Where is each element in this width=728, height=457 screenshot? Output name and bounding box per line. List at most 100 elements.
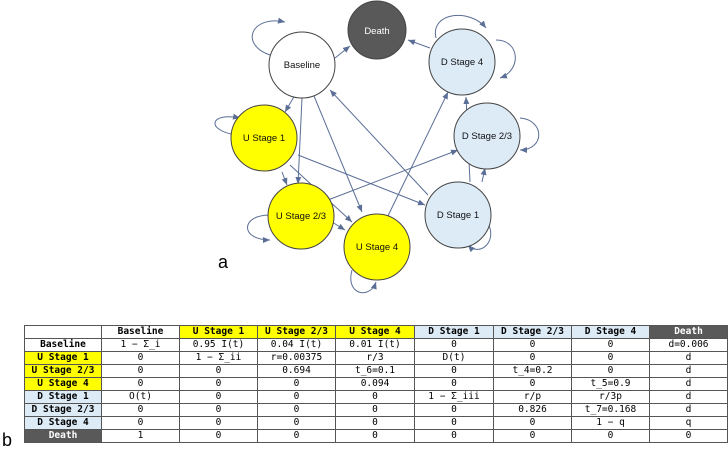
edge-dstage1-dstage23 [480,167,487,183]
matrix-cell: 0 [257,390,336,404]
matrix-cell: 1 [101,429,180,443]
edge-baseline-ustage4 [313,95,363,213]
matrix-cell: 0 [414,338,494,352]
matrix-cell: 0 [493,416,572,430]
matrix-cell: 0 [493,338,572,352]
matrix-cell: 0 [179,364,258,378]
self-loop-dstage4-right [495,39,516,79]
matrix-cell: t_6=0.1 [335,364,415,378]
node-ustage1: U Stage 1 [230,104,298,172]
matrix-cell: 0 [257,377,336,391]
node-label-baseline: Baseline [284,60,320,71]
matrix-cell: 0 [101,351,180,365]
edge-baseline-ustage1 [284,94,296,113]
matrix-cell: 1 − Σ_ii [179,351,258,365]
matrix-cell: d [649,403,728,417]
node-ustage4: U Stage 4 [343,213,411,281]
node-dstage23: D Stage 2/3 [453,102,521,170]
matrix-cell: D(t) [414,351,494,365]
self-loop-ustage4 [350,269,377,294]
edge-baseline-death [334,45,351,59]
matrix-cell: 0 [493,377,572,391]
matrix-cell: 0 [414,377,494,391]
matrix-cell: 0 [101,364,180,378]
matrix-cell: d [649,377,728,391]
matrix-cell: 1 − Σ_i [101,338,180,352]
matrix-cell: 0 [571,429,650,443]
matrix-cell: r/3p [571,390,650,404]
matrix-row-header: U Stage 2/3 [24,364,102,378]
matrix-cell: 0.694 [257,364,336,378]
matrix-cell: 1 − q [571,416,650,430]
edge-ustage23-ustage4 [331,221,346,231]
matrix-cell: 0 [571,351,650,365]
edge-dstage4-death [407,39,431,49]
matrix-cell: 0.04 I(t) [257,338,336,352]
matrix-cell: 0 [649,429,728,443]
matrix-cell: 0 [335,390,415,404]
matrix-cell: 0 [571,364,650,378]
matrix-cell: 0 [179,403,258,417]
matrix-cell: 0 [493,429,572,443]
self-loop-dstage4 [435,14,487,39]
matrix-row-header: D Stage 1 [24,390,102,404]
matrix-cell: 0 [257,403,336,417]
matrix-row-header: D Stage 4 [24,416,102,430]
matrix-row-header: Baseline [24,338,102,352]
node-label-ustage4: U Stage 4 [356,242,398,253]
node-label-ustage1: U Stage 1 [243,133,285,144]
matrix-cell: r=0.00375 [257,351,336,365]
node-dstage1: D Stage 1 [424,181,492,249]
matrix-cell: 0 [414,416,494,430]
matrix-cell: q [649,416,728,430]
matrix-cell: O(t) [101,390,180,404]
self-loop-ustage1 [214,113,241,136]
matrix-cell: 0 [101,377,180,391]
state-transition-diagram: Death Baseline D Stage 4 U Stage 1 D Sta… [214,0,540,294]
matrix-cell: 0 [335,416,415,430]
panel-label-a: a [218,252,229,272]
panel-label-b: b [2,430,13,450]
node-label-death: Death [364,26,389,37]
matrix-cell: 0 [571,338,650,352]
matrix-cell: 0 [493,351,572,365]
matrix-cell: d [649,390,728,404]
matrix-row-header: Death [24,429,102,443]
node-dstage4: D Stage 4 [428,28,496,96]
matrix-cell: 0 [257,429,336,443]
matrix-column-header: Baseline [101,325,180,339]
matrix-corner-cell [24,325,102,339]
matrix-cell: 0.826 [493,403,572,417]
node-ustage23: U Stage 2/3 [267,182,335,250]
matrix-cell: 0 [101,416,180,430]
node-label-dstage4: D Stage 4 [441,57,483,68]
matrix-row-header: U Stage 4 [24,377,102,391]
matrix-cell: 0 [414,429,494,443]
matrix-cell: 0 [414,364,494,378]
matrix-cell: r/p [493,390,572,404]
matrix-cell: 0.95 I(t) [179,338,258,352]
matrix-cell: r/3 [335,351,415,365]
matrix-row-header: U Stage 1 [24,351,102,365]
matrix-cell: 0 [179,429,258,443]
matrix-cell: 0 [414,403,494,417]
node-label-ustage23: U Stage 2/3 [276,211,326,222]
matrix-column-header: U Stage 1 [179,325,258,339]
matrix-cell: 0 [335,403,415,417]
matrix-column-header: D Stage 1 [414,325,494,339]
matrix-row-header: D Stage 2/3 [24,403,102,417]
matrix-column-header: U Stage 4 [335,325,415,339]
matrix-cell: 0 [257,416,336,430]
matrix-cell: 0.094 [335,377,415,391]
matrix-column-header: D Stage 4 [571,325,650,339]
matrix-cell: 1 − Σ_iii [414,390,494,404]
edge-baseline-ustage23 [295,97,303,185]
matrix-cell: 0 [179,390,258,404]
self-loop-baseline [251,17,286,56]
